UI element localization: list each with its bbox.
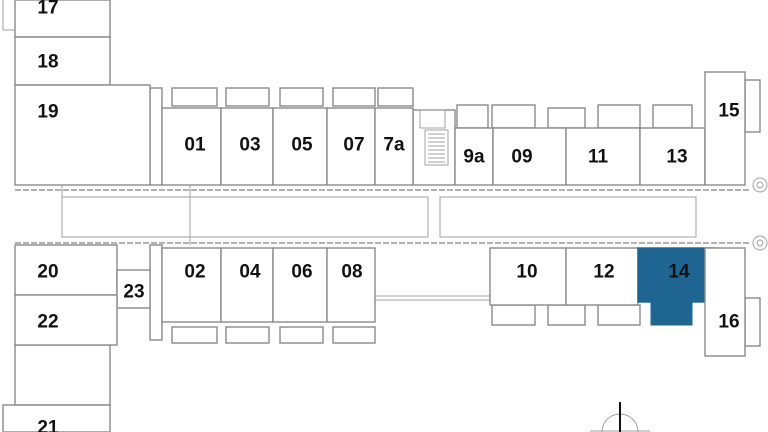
room-18[interactable]: 18 <box>14 36 111 86</box>
north-arrow-icon <box>590 402 650 432</box>
closet <box>332 87 376 107</box>
building-structure <box>2 0 761 406</box>
room-area[interactable] <box>14 36 111 86</box>
room-01[interactable]: 01 <box>161 107 222 186</box>
closet <box>279 87 324 107</box>
room-05[interactable]: 05 <box>272 107 328 186</box>
rooms-layer: 17 18 19 01 03 05 07 7a 9a 09 11 13 15 20 23 22 02 04 06 08… <box>2 0 746 432</box>
room-label: 08 <box>341 262 362 283</box>
room-area[interactable] <box>220 107 274 186</box>
room-11[interactable]: 11 <box>565 127 641 186</box>
room-23[interactable]: 23 <box>116 269 151 309</box>
closet <box>225 326 270 344</box>
closet <box>491 104 536 129</box>
room-22[interactable]: 22 <box>14 294 118 346</box>
room-label: 06 <box>291 262 312 283</box>
room-label: 12 <box>593 262 614 283</box>
room-17[interactable]: 17 <box>14 0 111 38</box>
room-15[interactable]: 15 <box>704 71 746 186</box>
room-7a[interactable]: 7a <box>374 107 414 186</box>
room-area[interactable] <box>492 127 567 186</box>
room-label: 21 <box>37 418 59 432</box>
room-area[interactable] <box>2 404 111 432</box>
room-label: 02 <box>184 262 205 283</box>
room-area[interactable] <box>220 247 274 323</box>
room-16[interactable]: 16 <box>704 247 746 357</box>
room-06[interactable]: 06 <box>272 247 328 323</box>
room-label: 03 <box>239 135 260 156</box>
room-label: 01 <box>184 135 206 156</box>
room-label: 15 <box>718 101 740 122</box>
room-area[interactable] <box>272 247 328 323</box>
spiral-stair-icon <box>752 177 768 193</box>
room-label: 22 <box>37 312 58 333</box>
closet <box>652 104 693 129</box>
room-label: 13 <box>666 147 687 168</box>
room-20[interactable]: 20 <box>14 244 118 296</box>
closet <box>547 304 586 326</box>
room-area[interactable] <box>326 107 376 186</box>
room-area[interactable] <box>326 247 376 323</box>
closet <box>597 104 641 129</box>
room-area[interactable] <box>161 247 222 323</box>
closet <box>597 304 641 326</box>
room-label: 20 <box>37 262 58 283</box>
room-label: 17 <box>37 0 58 19</box>
room-area[interactable] <box>14 294 118 346</box>
room-area[interactable] <box>116 269 151 309</box>
room-area[interactable] <box>161 107 222 186</box>
room-area[interactable] <box>704 247 746 357</box>
room-area[interactable] <box>14 0 111 38</box>
room-label: 05 <box>291 135 313 156</box>
room-07[interactable]: 07 <box>326 107 376 186</box>
room-9a[interactable]: 9a <box>454 127 494 186</box>
room-label: 18 <box>37 52 58 73</box>
closet <box>171 326 218 344</box>
closet <box>377 87 414 107</box>
room-label: 7a <box>383 135 405 156</box>
closet <box>547 107 586 129</box>
room-label: 16 <box>718 312 739 333</box>
room-21[interactable]: 21 <box>2 404 111 432</box>
room-label: 9a <box>463 147 485 168</box>
room-02[interactable]: 02 <box>161 247 222 323</box>
room-label: 07 <box>343 135 364 156</box>
room-10[interactable]: 10 <box>489 247 567 306</box>
room-area[interactable] <box>565 247 639 306</box>
room-area[interactable] <box>374 107 414 186</box>
room-label: 14 <box>668 262 690 283</box>
room-area[interactable] <box>637 247 716 303</box>
room-area[interactable] <box>14 84 151 186</box>
closet <box>332 326 376 344</box>
room-label: 09 <box>511 147 532 168</box>
room-19[interactable]: 19 <box>14 84 151 186</box>
room-area[interactable] <box>272 107 328 186</box>
room-04[interactable]: 04 <box>220 247 274 323</box>
room-03[interactable]: 03 <box>220 107 274 186</box>
room-08[interactable]: 08 <box>326 247 376 323</box>
room-14[interactable]: 14 <box>637 247 716 326</box>
room-area[interactable] <box>639 127 706 186</box>
room-area[interactable] <box>454 127 494 186</box>
room-label: 23 <box>123 282 144 303</box>
closet <box>456 104 489 129</box>
room-area[interactable] <box>704 71 746 186</box>
spiral-stair-icon <box>752 235 768 251</box>
closet <box>279 326 324 344</box>
room-label: 11 <box>588 147 609 168</box>
room-12[interactable]: 12 <box>565 247 639 306</box>
closet <box>171 87 218 107</box>
room-09[interactable]: 09 <box>492 127 567 186</box>
closet <box>225 87 270 107</box>
room-13[interactable]: 13 <box>639 127 706 186</box>
closet <box>491 304 536 326</box>
room-label: 19 <box>37 102 58 123</box>
room-label: 10 <box>516 262 537 283</box>
room-closet-selected[interactable] <box>650 302 693 326</box>
room-label: 04 <box>239 262 261 283</box>
room-area[interactable] <box>14 244 118 296</box>
room-area[interactable] <box>489 247 567 306</box>
